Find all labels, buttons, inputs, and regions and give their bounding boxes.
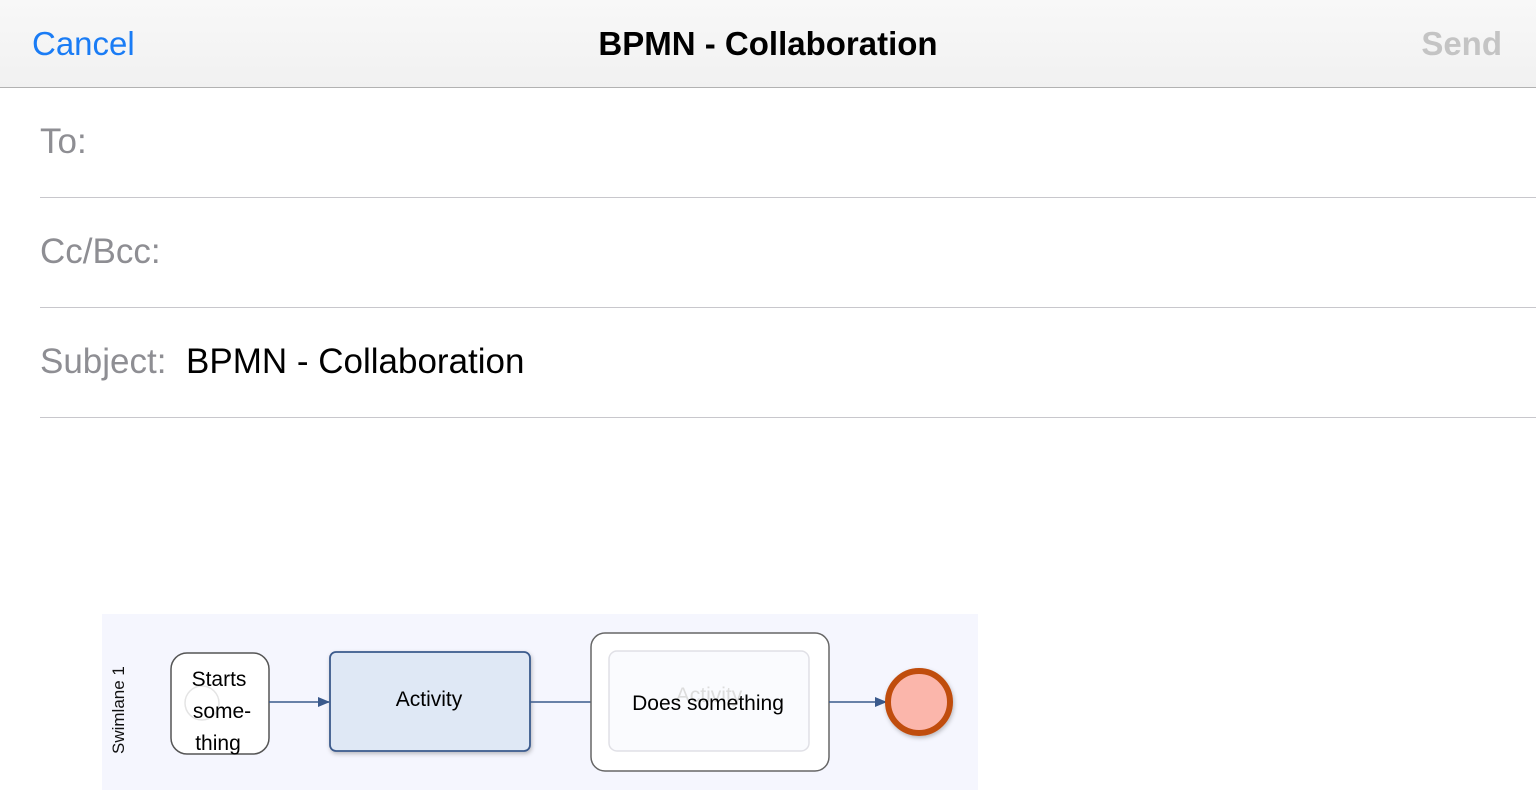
to-row[interactable]: To: [40,88,1536,198]
subject-row[interactable]: Subject: [40,308,1536,418]
cancel-button[interactable]: Cancel [32,25,135,62]
cc-bcc-field[interactable] [180,228,1520,276]
cc-bcc-row[interactable]: Cc/Bcc: [40,198,1536,308]
start-task-line-2: some- [193,700,251,723]
send-button[interactable]: Send [1421,25,1502,62]
subprocess-ghost-label: Activity [676,684,743,707]
start-task-box [170,652,270,755]
subprocess-label: Does something [632,692,784,715]
bpmn-diagram-canvas: Swimlane 1 Starts some- thing Activity A… [102,614,978,790]
start-task-line-3: thing [195,732,241,755]
to-field[interactable] [100,118,1520,166]
subject-field[interactable] [186,338,1516,386]
start-task-line-1: Starts [192,668,247,691]
to-label: To: [40,122,87,161]
start-event-ghost-icon [184,685,220,721]
activity-label: Activity [396,688,463,711]
cc-bcc-label: Cc/Bcc: [40,232,161,271]
swimlane-label: Swimlane 1 [109,666,128,754]
navigation-bar: Cancel BPMN - Collaboration Send [0,0,1536,88]
compose-title: BPMN - Collaboration [598,25,938,62]
end-event-icon [885,668,953,736]
subprocess-inner-box [608,650,810,752]
bpmn-diagram-attachment[interactable]: Swimlane 1 Starts some- thing Activity A… [102,614,978,790]
subject-label: Subject: [40,342,167,381]
